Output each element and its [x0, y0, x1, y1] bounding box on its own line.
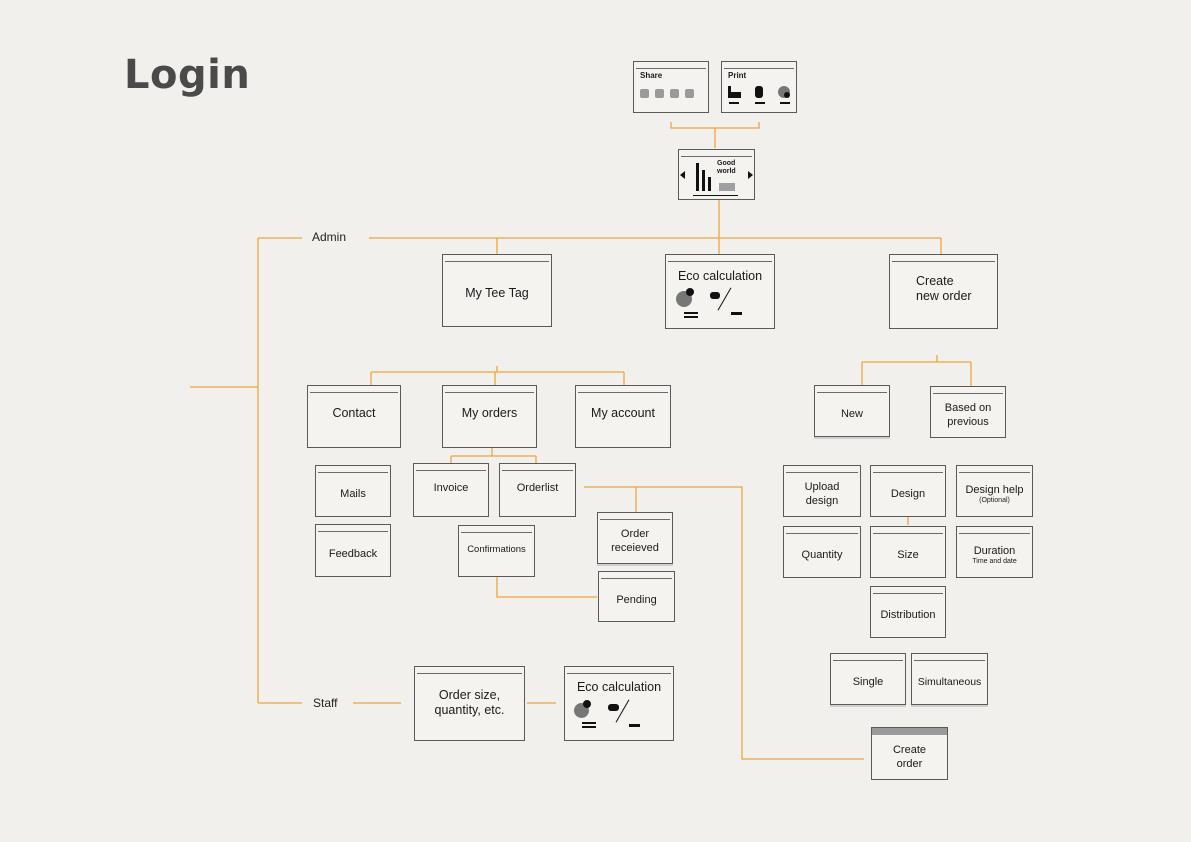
simultaneous-label: Simultaneous [917, 676, 982, 688]
bar-chart-icon [696, 163, 699, 191]
mails-screen[interactable]: Mails [315, 465, 391, 517]
duration-note: Time and date [972, 558, 1017, 565]
pending-screen[interactable]: Pending [598, 571, 675, 622]
eco-calculation-label: Eco calculation [677, 269, 763, 283]
distribution-screen[interactable]: Distribution [870, 586, 946, 638]
good-world-screen[interactable]: Good world [678, 149, 755, 200]
staff-eco-calculation-label: Eco calculation [576, 680, 662, 694]
my-tee-tag-label: My Tee Tag [465, 286, 529, 300]
google-icon[interactable] [685, 89, 694, 98]
feedback-screen[interactable]: Feedback [315, 524, 391, 577]
money-icon [710, 292, 720, 299]
size-screen[interactable]: Size [870, 526, 946, 578]
based-on-previous-label: Based on previous [944, 402, 992, 428]
my-orders-label: My orders [461, 406, 518, 420]
create-new-order-label: Create new order [916, 274, 972, 303]
based-on-previous-screen[interactable]: Based on previous [930, 386, 1006, 438]
divider-slash [615, 699, 630, 723]
contact-screen[interactable]: Contact [307, 385, 401, 448]
create-order-label: Create order [892, 743, 927, 770]
instagram-icon[interactable] [655, 89, 664, 98]
share-screen[interactable]: Share [633, 61, 709, 113]
my-orders-screen[interactable]: My orders [442, 385, 537, 448]
design-help-label: Design help [965, 484, 1024, 496]
admin-label: Admin [312, 230, 347, 244]
good-world-label: Good world [717, 160, 736, 175]
orderlist-label: Orderlist [516, 482, 559, 494]
upload-design-screen[interactable]: Upload design [783, 465, 861, 517]
single-label: Single [852, 676, 884, 688]
arrow-right-icon[interactable] [748, 171, 753, 179]
design-screen[interactable]: Design [870, 465, 946, 517]
new-screen[interactable]: New [814, 385, 890, 437]
page-title: Login [124, 52, 251, 98]
arrow-left-icon[interactable] [680, 171, 685, 179]
invoice-screen[interactable]: Invoice [413, 463, 489, 517]
my-tee-tag-screen[interactable]: My Tee Tag [442, 254, 552, 327]
print-screen[interactable]: Print [721, 61, 797, 113]
design-help-screen[interactable]: Design help (Optional) [956, 465, 1033, 517]
facebook-icon[interactable] [640, 89, 649, 98]
eco-calculation-screen[interactable]: Eco calculation [665, 254, 775, 329]
quantity-label: Quantity [801, 549, 843, 561]
divider-slash [717, 287, 732, 311]
order-size-label: Order size, quantity, etc. [434, 687, 505, 717]
my-account-label: My account [591, 406, 655, 420]
orderlist-screen[interactable]: Orderlist [499, 463, 576, 517]
print-label: Print [728, 71, 747, 80]
order-received-label: Order receieved [611, 528, 659, 554]
youtube-icon[interactable] [670, 89, 679, 98]
design-help-note: (Optional) [979, 497, 1010, 504]
contact-label: Contact [332, 406, 376, 420]
upload-design-label: Upload design [804, 481, 840, 507]
duration-screen[interactable]: Duration Time and date [956, 526, 1033, 578]
feedback-label: Feedback [328, 547, 378, 560]
simultaneous-screen[interactable]: Simultaneous [911, 653, 988, 705]
staff-eco-calculation-screen[interactable]: Eco calculation [564, 666, 674, 741]
confirmations-screen[interactable]: Confirmations [458, 525, 535, 577]
order-received-screen[interactable]: Order receieved [597, 512, 673, 564]
new-label: New [840, 408, 863, 420]
invoice-label: Invoice [433, 482, 469, 494]
create-order-screen[interactable]: Create order [871, 727, 948, 780]
share-label: Share [640, 71, 663, 80]
order-size-screen[interactable]: Order size, quantity, etc. [414, 666, 525, 741]
factory-icon [728, 86, 731, 98]
pending-label: Pending [616, 593, 657, 606]
create-order-header [872, 728, 947, 735]
duration-label: Duration [973, 545, 1016, 557]
create-new-order-screen[interactable]: Create new order [889, 254, 998, 329]
size-label: Size [897, 549, 919, 561]
quantity-screen[interactable]: Quantity [783, 526, 861, 578]
money-icon [608, 704, 619, 711]
single-screen[interactable]: Single [830, 653, 906, 705]
staff-label: Staff [313, 696, 338, 710]
shirt-icon [755, 86, 763, 98]
distribution-label: Distribution [880, 609, 936, 621]
design-label: Design [890, 488, 926, 500]
my-account-screen[interactable]: My account [575, 385, 671, 448]
mails-label: Mails [340, 488, 366, 500]
confirmations-label: Confirmations [467, 544, 526, 555]
